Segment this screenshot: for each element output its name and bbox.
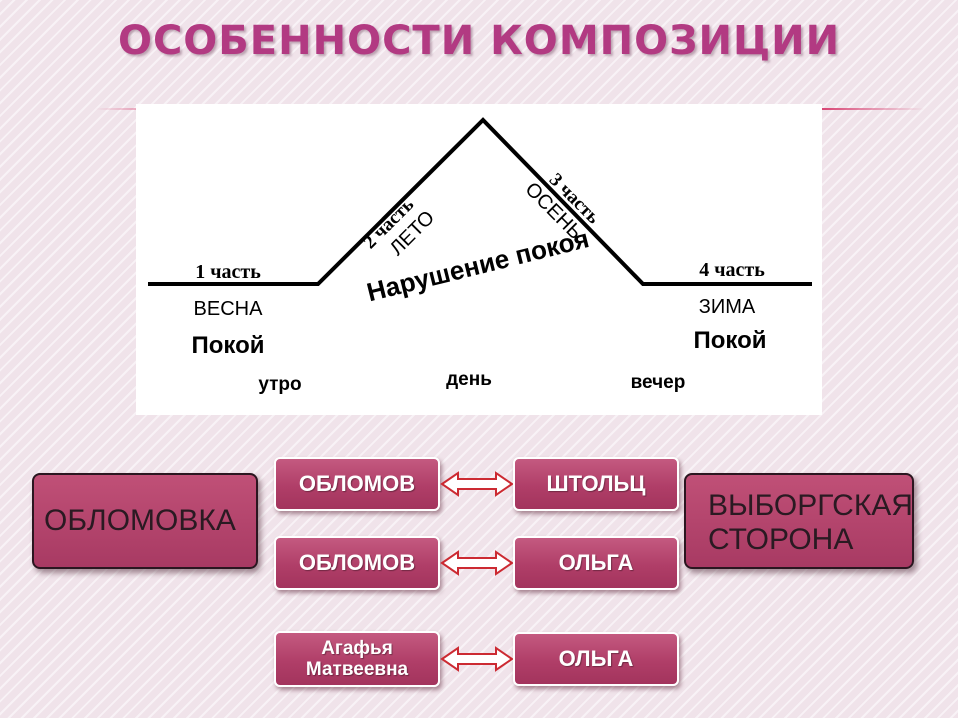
pair-3-double-arrow bbox=[440, 646, 514, 672]
time-morning: утро bbox=[258, 374, 301, 395]
pair-3-left-line-2: Матвеевна bbox=[305, 659, 409, 680]
pair-2-left-label: ОБЛОМОВ bbox=[298, 550, 416, 575]
part-4-label: 4 часть bbox=[699, 259, 765, 281]
pair-2-right-box: ОЛЬГА bbox=[513, 536, 679, 590]
pair-1-right-label: ШТОЛЬЦ bbox=[546, 471, 646, 496]
vyborg-side-box: ВЫБОРГСКАЯ СТОРОНА bbox=[684, 473, 914, 569]
composition-diagram: 1 часть ВЕСНА Покой утро 2 часть ЛЕТО 3 … bbox=[136, 104, 822, 415]
oblomovka-box: ОБЛОМОВКА bbox=[32, 473, 258, 569]
composition-line bbox=[148, 117, 812, 286]
page-title: ОСОБЕННОСТИ КОМПОЗИЦИИ bbox=[117, 18, 841, 64]
pair-1-double-arrow bbox=[440, 471, 514, 497]
pair-2-right-label: ОЛЬГА bbox=[558, 550, 634, 575]
time-day: день bbox=[446, 369, 492, 390]
pair-2-double-arrow bbox=[440, 550, 514, 576]
pair-3-left-line-1: Агафья bbox=[321, 638, 393, 659]
time-evening: вечер bbox=[631, 372, 686, 393]
part-1-label: 1 часть bbox=[195, 261, 261, 283]
part-4-season: ЗИМА bbox=[699, 296, 756, 318]
vyborg-side-line-1: ВЫБОРГСКАЯ bbox=[708, 489, 913, 522]
part-1-state: Покой bbox=[191, 332, 264, 359]
pair-1-left-box: ОБЛОМОВ bbox=[274, 457, 440, 511]
pair-3-right-box: ОЛЬГА bbox=[513, 632, 679, 686]
pair-1-left-label: ОБЛОМОВ bbox=[298, 471, 416, 496]
oblomovka-label: ОБЛОМОВКА bbox=[44, 504, 236, 537]
part-4-state: Покой bbox=[693, 327, 766, 354]
pair-3-left-box: Агафья Матвеевна bbox=[274, 631, 440, 687]
part-1-season: ВЕСНА bbox=[194, 298, 264, 320]
pair-1-right-box: ШТОЛЬЦ bbox=[513, 457, 679, 511]
vyborg-side-line-2: СТОРОНА bbox=[708, 523, 854, 556]
composition-diagram-svg: 1 часть ВЕСНА Покой утро 2 часть ЛЕТО 3 … bbox=[148, 117, 812, 395]
pair-2-left-box: ОБЛОМОВ bbox=[274, 536, 440, 590]
pair-3-right-label: ОЛЬГА bbox=[558, 646, 634, 671]
